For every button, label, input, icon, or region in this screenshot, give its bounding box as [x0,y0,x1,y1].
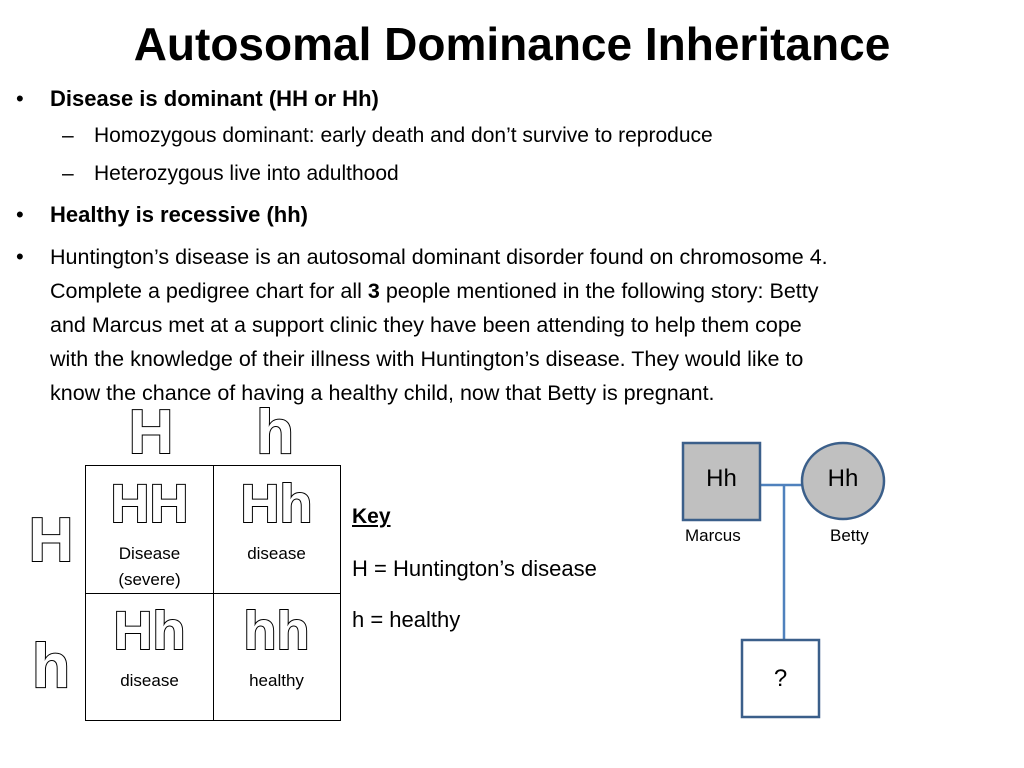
cell-genotype: Hh [240,473,314,535]
cell-label: disease [120,671,179,690]
bullet-dot: • [16,86,24,111]
punnett-cell-hh: hh healthy [213,593,340,720]
sub-bullet-dash: – [62,162,74,185]
key-line-healthy: h = healthy [352,607,461,632]
top-allele-H: H [128,397,175,468]
story-line-1: Huntington’s disease is an autosomal dom… [50,245,828,269]
cell-label: healthy [249,671,304,690]
left-allele-h: h [31,631,71,702]
cell-label: disease [247,544,306,563]
sub-bullet-text: Homozygous dominant: early death and don… [94,124,713,147]
story-paragraph: Huntington’s disease is an autosomal dom… [50,240,1010,410]
cell-genotype: HH [110,473,190,535]
mother-symbol [800,441,886,521]
slide-title: Autosomal Dominance Inheritance [133,18,891,70]
story-line-5: know the chance of having a healthy chil… [50,381,715,405]
story-line-2-pre: Complete a pedigree chart for all [50,279,368,303]
sub-bullet-dash: – [62,124,74,147]
punnett-cell-HH: HH Disease (severe) [86,466,213,593]
left-allele-H: H [28,505,75,576]
sub-bullet-text: Heterozygous live into adulthood [94,162,399,185]
cell-label-secondary: (severe) [118,570,181,589]
bullet-text: Disease is dominant (HH or Hh) [50,86,379,111]
father-symbol [681,441,762,522]
father-genotype: Hh [706,465,737,492]
key-heading: Key [352,505,391,528]
top-allele-h: h [255,397,295,468]
story-line-2-post: people mentioned in the following story:… [379,279,819,303]
bullet-dot: • [16,202,24,227]
cell-genotype: hh [243,600,311,662]
child-symbol [740,638,821,719]
punnett-square: HH Disease (severe) Hh disease Hh diseas… [85,465,341,721]
mother-name: Betty [830,526,869,545]
story-line-2: Complete a pedigree chart for all 3 peop… [50,274,1010,308]
story-line-4: with the knowledge of their illness with… [50,347,804,371]
key-line-huntingtons: H = Huntington’s disease [352,556,597,581]
child-genotype: ? [773,665,788,692]
mother-genotype: Hh [827,465,859,492]
father-name: Marcus [685,526,741,545]
cell-genotype: Hh [113,600,187,662]
story-line-2-bold: 3 [367,279,380,303]
bullet-dot: • [16,244,24,269]
punnett-cell-Hh-top: Hh disease [213,466,340,593]
cell-label: Disease [118,544,181,563]
story-line-3: and Marcus met at a support clinic they … [50,313,802,337]
bullet-text: Healthy is recessive (hh) [50,202,309,227]
punnett-cell-Hh-bottom: Hh disease [86,593,213,720]
grid-divider-horizontal [86,593,340,594]
